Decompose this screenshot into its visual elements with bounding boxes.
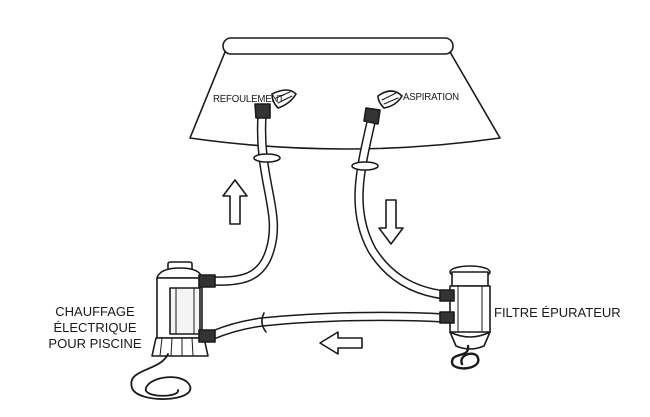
heater-top [156,267,203,279]
heater-label-line-1: CHAUFFAGE [55,304,135,319]
pool [189,37,501,150]
inlet-fitting [363,90,403,125]
filter-port-bottom [439,311,455,324]
arrow-left-icon [319,331,363,355]
filter-pump [439,265,491,370]
return-hose [208,311,450,340]
electric-heater [130,261,216,400]
filter-top [451,271,489,287]
outlet-fitting [254,89,297,119]
arrow-up-icon [222,179,248,225]
heater-panel [169,287,201,335]
heater-label-line-2: ÉLECTRIQUE [53,320,137,335]
filter-port-top [439,289,455,302]
outlet-label: REFOULEMENT [213,93,284,105]
heater-port-top [198,274,216,288]
pool-top-ring [222,37,454,55]
inlet-clamp [351,161,379,171]
outlet-connector [254,103,271,119]
inlet-hose [354,113,450,300]
filter-power-cord [450,344,480,370]
heater-power-cord [130,353,191,400]
filter-body [449,285,491,333]
arrow-down-icon [378,199,404,245]
pool-body [189,51,501,150]
heater-base [151,337,209,357]
filter-label: FILTRE ÉPURATEUR [494,305,621,320]
heater-port-bottom [198,329,216,343]
inlet-connector [363,107,381,125]
heater-label: CHAUFFAGE ÉLECTRIQUE POUR PISCINE [40,304,150,352]
inlet-label: ASPIRATION [403,91,459,103]
filter-base [449,331,491,350]
outlet-clamp [253,153,281,163]
return-clamp [261,312,267,333]
heater-label-line-3: POUR PISCINE [48,336,142,351]
